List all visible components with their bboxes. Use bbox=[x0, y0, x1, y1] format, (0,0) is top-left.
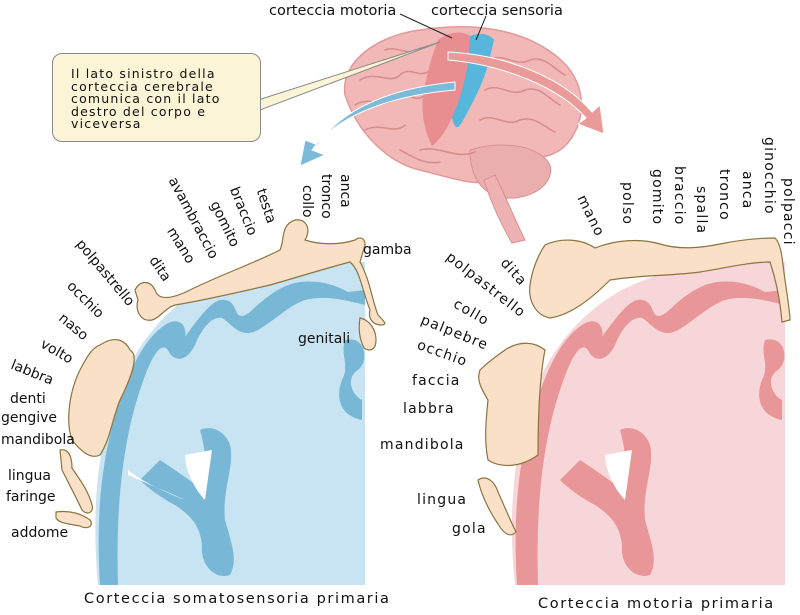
caption-somatosensory: Corteccia somatosensoria primaria bbox=[84, 591, 391, 607]
label-addome: addome bbox=[11, 525, 69, 541]
brain-illustration bbox=[343, 13, 583, 244]
label-spalla: spalla bbox=[693, 186, 709, 235]
label-tronco-motor: tronco bbox=[716, 169, 732, 221]
label-gamba: gamba bbox=[363, 242, 412, 258]
label-ginocchio: ginocchio bbox=[761, 137, 777, 215]
label-tronco: tronco bbox=[318, 174, 334, 219]
red-arrow bbox=[447, 51, 605, 135]
label-gomito-motor: gomito bbox=[649, 169, 665, 226]
label-faccia: faccia bbox=[412, 373, 461, 389]
label-braccio-motor: braccio bbox=[671, 166, 687, 226]
note-line: destro del corpo e bbox=[71, 103, 207, 119]
callout-note: Il lato sinistro della corteccia cerebra… bbox=[52, 53, 261, 142]
label-mandibola: mandibola bbox=[1, 432, 75, 448]
label-anca: anca bbox=[337, 174, 353, 208]
label-mandibola-motor: mandibola bbox=[380, 437, 465, 453]
sensory-homunculus bbox=[55, 219, 386, 529]
label-polpacci: polpacci bbox=[780, 178, 796, 246]
caption-motor: Corteccia motoria primaria bbox=[538, 596, 775, 612]
label-anca-motor: anca bbox=[739, 171, 755, 210]
somatosensory-cortex-section bbox=[95, 262, 365, 585]
label-faringe: faringe bbox=[6, 489, 56, 505]
motor-homunculus bbox=[477, 237, 791, 536]
label-gengive: gengive bbox=[1, 410, 58, 426]
label-collo: collo bbox=[299, 185, 315, 218]
label-genitali: genitali bbox=[298, 331, 351, 347]
note-line: Il lato sinistro della bbox=[71, 66, 216, 81]
note-line: viceversa bbox=[71, 116, 142, 132]
label-sensory-cortex: corteccia sensoria bbox=[431, 3, 563, 19]
note-line: comunica con il lato bbox=[71, 91, 221, 107]
label-lingua-motor: lingua bbox=[417, 492, 468, 508]
label-lingua: lingua bbox=[8, 468, 51, 484]
motor-cortex-section bbox=[511, 262, 785, 585]
label-labbra-motor: labbra bbox=[403, 401, 455, 417]
blue-arrow bbox=[299, 81, 456, 167]
label-motor-cortex: corteccia motoria bbox=[269, 3, 397, 19]
note-line: corteccia cerebrale bbox=[71, 78, 214, 94]
label-gola: gola bbox=[452, 521, 487, 537]
label-polso: polso bbox=[619, 182, 635, 226]
label-denti: denti bbox=[10, 391, 46, 407]
